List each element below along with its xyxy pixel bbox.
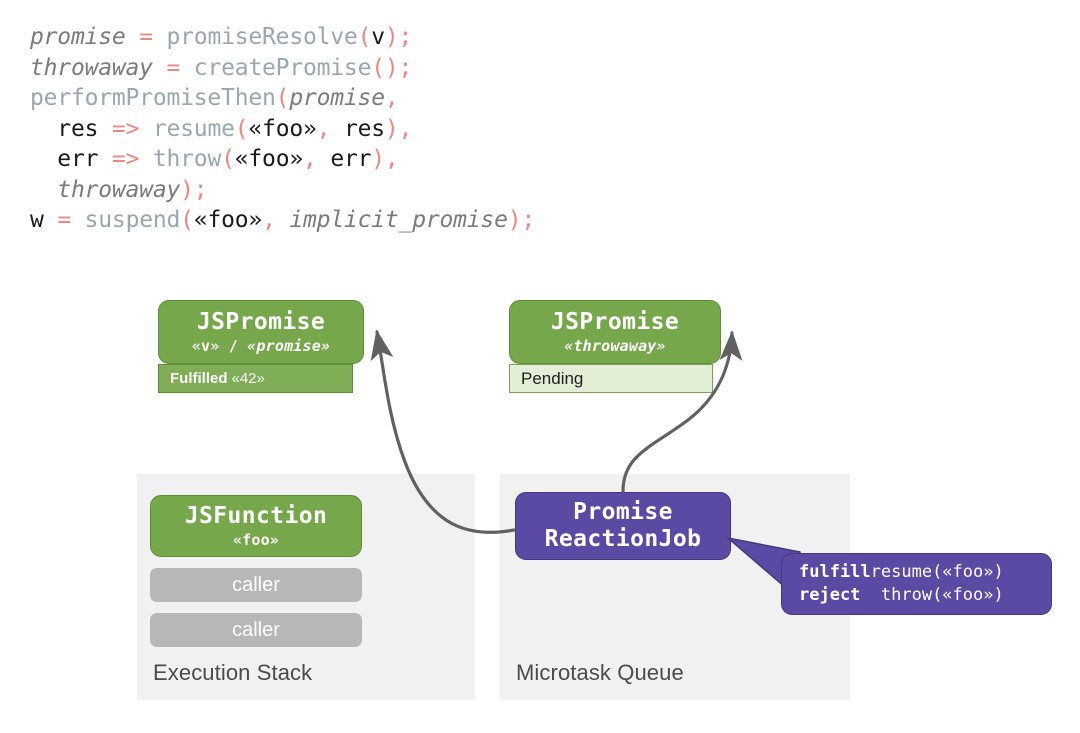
jspromise-resolved-title: JSPromise <box>196 308 326 335</box>
microtask-queue-label: Microtask Queue <box>516 660 684 685</box>
stack-frame-caller-2: caller <box>150 613 362 647</box>
code-line-2: throwaway = createPromise(); <box>30 54 413 81</box>
callout-reject-key: reject <box>799 585 871 605</box>
status-label: Fulfilled <box>170 370 228 387</box>
code-snippet: promise = promiseResolve(v); throwaway = … <box>30 22 650 236</box>
callout-fulfill-value: resume(«foo») <box>870 562 1004 582</box>
jspromise-resolved-subtitle: «v» / «promise» <box>191 336 331 355</box>
jsfunction-title: JSFunction <box>184 502 328 529</box>
code-line-6: throwaway); <box>57 176 208 203</box>
jspromise-throwaway-status-badge: Pending <box>509 364 713 393</box>
jsfunction-subtitle: «foo» <box>232 530 280 549</box>
jsfunction-node[interactable]: JSFunction «foo» <box>150 495 362 557</box>
jspromise-resolved-node[interactable]: JSPromise «v» / «promise» <box>158 300 364 364</box>
code-line-5: err => throw(«foo», err), <box>57 146 399 172</box>
code-line-3: performPromiseThen(promise, <box>30 85 399 111</box>
code-line-1: promise = promiseResolve(v); <box>30 24 413 50</box>
reaction-handlers-callout: fulfillresume(«foo») reject throw(«foo») <box>781 553 1052 615</box>
callout-fulfill-row: fulfillresume(«foo») <box>799 561 1051 584</box>
reaction-job-title-line2: ReactionJob <box>544 526 702 552</box>
execution-stack-label: Execution Stack <box>153 660 313 685</box>
status-value: «42» <box>231 370 265 387</box>
status-label: Pending <box>521 368 584 388</box>
callout-reject-row: reject throw(«foo») <box>799 584 1051 607</box>
jspromise-throwaway-title: JSPromise <box>550 308 680 335</box>
callout-fulfill-key: fulfill <box>799 562 871 582</box>
jspromise-resolved-status-badge: Fulfilled «42» <box>158 364 353 393</box>
stack-frame-caller-1: caller <box>150 568 362 602</box>
callout-reject-value: throw(«foo») <box>870 585 1004 605</box>
promise-reaction-job-node[interactable]: Promise ReactionJob <box>515 492 731 560</box>
jspromise-throwaway-subtitle: «throwaway» <box>564 336 666 355</box>
reaction-job-title-line1: Promise <box>573 499 673 525</box>
jspromise-throwaway-node[interactable]: JSPromise «throwaway» <box>509 300 721 364</box>
code-line-7: w = suspend(«foo», implicit_promise); <box>30 207 536 233</box>
code-line-4: res => resume(«foo», res), <box>57 115 413 142</box>
